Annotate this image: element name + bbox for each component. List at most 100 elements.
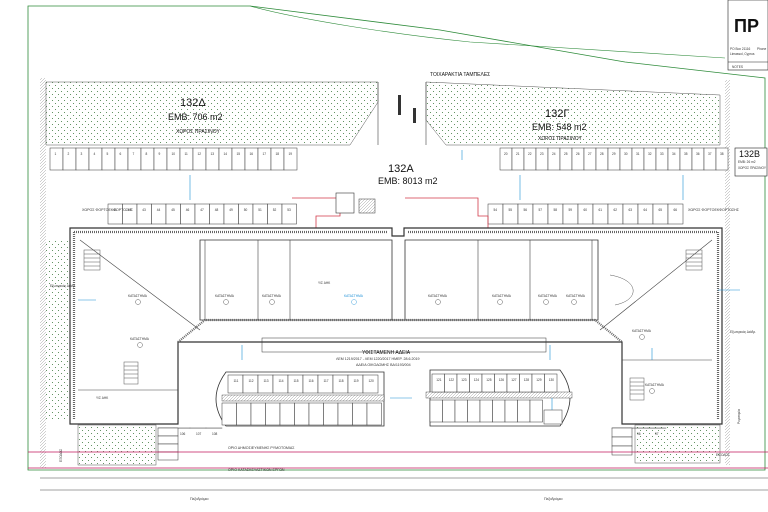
parking-space-number: 114 — [279, 379, 284, 383]
substation-label: Υ/Σ ΑΗΚ — [96, 396, 109, 400]
dropoff-red-right — [405, 197, 489, 236]
parking-space-number: 56 — [524, 208, 528, 212]
kiosk-small — [543, 409, 563, 425]
shop-label-cyan: ΚΑΤΑΣΤΗΜΑ — [344, 294, 364, 298]
parking-space-number: 12 — [198, 152, 202, 156]
parking-space — [562, 203, 579, 225]
parking-space-number: 10 — [172, 152, 176, 156]
parking-space — [467, 399, 481, 423]
parking-space-number: 126 — [499, 378, 505, 382]
parking-space-number: 18 — [276, 152, 280, 156]
parking-space — [238, 203, 254, 225]
shop-label: ΚΑΤΑΣΤΗΜΑ — [645, 383, 665, 387]
parking-space — [504, 399, 518, 423]
parking-space — [519, 373, 533, 393]
entry-label: ΕΙΣΟΔΟΣ — [716, 453, 730, 457]
parking-space — [153, 147, 168, 171]
road-curve — [249, 5, 726, 59]
title-block — [727, 0, 768, 71]
shop-label: ΚΑΤΑΣΤΗΜΑ — [492, 294, 512, 298]
construction-line-label: ΟΡΙΟ ΚΑΤΑΣΚΕΥΑΣΤΙΚΩΝ ΕΡΓΩΝ — [228, 468, 285, 472]
building-outline — [69, 227, 723, 425]
entrance-arrow-right — [413, 108, 416, 123]
parking-space-number: 53 — [287, 208, 291, 212]
parking-space-number: 35 — [684, 152, 688, 156]
parking-space-number: 65 — [659, 208, 663, 212]
parking-space — [49, 147, 64, 171]
building-wall-hatch — [72, 230, 720, 420]
parking-space — [479, 399, 493, 423]
parking-space — [107, 203, 123, 225]
parking-space-number: 24 — [552, 152, 556, 156]
parking-space-number: 50 — [244, 208, 248, 212]
parking-space — [517, 203, 534, 225]
parking-space — [272, 374, 289, 394]
regulated-line-label: ΟΡΙΟ ΔΗΜΟΣΙΕΥΜΕΝΗΣ ΡΥΜΟΤΟΜΙΑΣ — [228, 446, 295, 450]
parking-space-number: 14 — [224, 152, 228, 156]
parking-space — [352, 402, 368, 426]
parking-space-number: 113 — [264, 379, 269, 383]
parking-space-number: 54 — [494, 208, 498, 212]
shop-label: ΚΑΤΑΣΤΗΜΑ — [128, 294, 148, 298]
parking-space-number: 21 — [516, 152, 520, 156]
parking-space-number: 17 — [263, 152, 267, 156]
parking-space-number: 64 — [644, 208, 648, 212]
parking-space — [347, 374, 364, 394]
parking-space — [114, 147, 129, 171]
shop-label: ΚΑΤΑΣΤΗΜΑ — [262, 294, 282, 298]
parking-space-number: 7 — [133, 152, 135, 156]
bottom-right-spots: 959697 — [611, 427, 667, 456]
parking-space-number: 118 — [339, 379, 344, 383]
permit-frame — [261, 337, 547, 353]
parking-space-number: 96 — [637, 432, 641, 436]
parking-space-number: 4 — [94, 152, 96, 156]
parking-space — [194, 203, 210, 225]
parking-space — [223, 203, 239, 225]
parcel-132g-area: ΕΜΒ: 548 m2 — [532, 122, 587, 132]
parking-space — [652, 203, 669, 225]
parcel-132d-use: ΧΩΡΟΣ ΠΡΑΣΙΝΟΥ — [176, 129, 221, 135]
parking-space — [227, 374, 244, 394]
parking-space-number: 9 — [159, 152, 161, 156]
parcel-132b-name: 132Β — [739, 149, 760, 159]
parking-space — [283, 147, 298, 171]
island-left-median — [221, 394, 385, 402]
parking-space — [136, 203, 152, 225]
parking-space — [429, 399, 443, 423]
parking-space-number: 38 — [720, 152, 724, 156]
parking-space-number: 44 — [157, 208, 161, 212]
road-label: Ρυμοτομία — [737, 409, 741, 424]
green-area-right-bottom — [634, 424, 721, 464]
shop-label: ΚΑΤΑΣΤΗΜΑ — [632, 329, 652, 333]
parking-space-number: 20 — [504, 152, 508, 156]
parking-space — [151, 203, 167, 225]
parking-space-number: 41 — [113, 208, 117, 212]
parking-space-number: 28 — [600, 152, 604, 156]
parking-space-number: 16 — [250, 152, 254, 156]
parking-space-number: 127 — [511, 378, 517, 382]
entrance-arrow-left — [398, 95, 401, 115]
parking-space-number: 106 — [180, 432, 186, 436]
parking-space-number: 59 — [569, 208, 573, 212]
parking-space — [250, 402, 266, 426]
parking-space-number: 36 — [696, 152, 700, 156]
top-label: ΤΟΙΧΑΡΑΚΤΙΑ ΤΑΜΠΕΛΕΣ — [430, 72, 490, 78]
parking-space — [592, 203, 609, 225]
dropoff-red-left — [292, 197, 341, 236]
parking-space — [209, 203, 225, 225]
parking-space-number: 43 — [142, 208, 146, 212]
parking-space — [157, 451, 179, 461]
parking-space — [267, 203, 283, 225]
parking-space — [180, 203, 196, 225]
parking-space-number: 13 — [211, 152, 215, 156]
parking-space — [157, 443, 179, 453]
parking-space-number: 63 — [629, 208, 633, 212]
parking-space-number: 116 — [309, 379, 314, 383]
parking-space — [122, 203, 138, 225]
escalator-label-left: Εξωτερικός Διάδρ. — [50, 284, 76, 288]
staircases — [83, 249, 703, 401]
parking-space — [294, 402, 310, 426]
parking-space — [221, 402, 237, 426]
shop-label: ΚΑΤΑΣΤΗΜΑ — [566, 294, 586, 298]
